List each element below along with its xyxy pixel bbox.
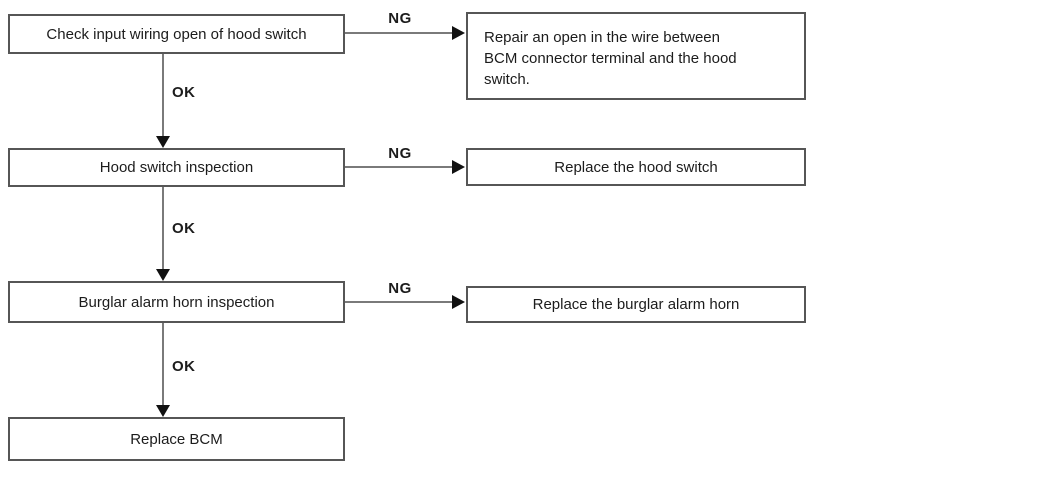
ok-arrowhead-icon-1 — [156, 136, 170, 148]
ok-connector-line-2 — [162, 187, 164, 271]
ng-arrowhead-icon-3 — [452, 295, 465, 309]
ok-connector-line-3 — [162, 323, 164, 406]
flow-box-line: BCM connector terminal and the hood — [484, 50, 737, 67]
flow-box-burglar-alarm-horn-inspection: Burglar alarm horn inspection — [8, 281, 345, 323]
ok-label-2: OK — [172, 220, 196, 237]
flow-box-label: Replace BCM — [130, 430, 223, 448]
ok-label-1: OK — [172, 84, 196, 101]
ng-connector-line-3 — [345, 301, 454, 303]
ng-connector-line-2 — [345, 166, 454, 168]
flow-box-replace-bcm: Replace BCM — [8, 417, 345, 461]
flow-box-repair-open-wire: Repair an open in the wire between BCM c… — [466, 12, 806, 100]
ng-arrowhead-icon-2 — [452, 160, 465, 174]
flow-box-line: Repair an open in the wire between — [484, 29, 720, 46]
ng-arrowhead-icon-1 — [452, 26, 465, 40]
flow-box-replace-hood-switch: Replace the hood switch — [466, 148, 806, 186]
flow-box-label: Check input wiring open of hood switch — [46, 25, 307, 43]
flow-box-replace-burglar-alarm-horn: Replace the burglar alarm horn — [466, 286, 806, 323]
flow-box-line: switch. — [484, 71, 530, 88]
flow-box-label: Hood switch inspection — [99, 159, 254, 176]
ok-connector-line-1 — [162, 54, 164, 138]
flow-box-label: Replace the burglar alarm horn — [532, 296, 740, 313]
ok-arrowhead-icon-2 — [156, 269, 170, 281]
ok-label-3: OK — [172, 358, 196, 375]
flow-box-label: Burglar alarm horn inspection — [78, 293, 275, 311]
flow-box-label: Replace the hood switch — [554, 158, 718, 176]
ok-arrowhead-icon-3 — [156, 405, 170, 417]
ng-label-3: NG — [388, 280, 412, 297]
ng-label-1: NG — [388, 10, 412, 27]
flow-box-hood-switch-inspection: Hood switch inspection — [8, 148, 345, 187]
ng-connector-line-1 — [345, 32, 454, 34]
ng-label-2: NG — [388, 145, 412, 162]
flow-box-check-input-wiring: Check input wiring open of hood switch — [8, 14, 345, 54]
